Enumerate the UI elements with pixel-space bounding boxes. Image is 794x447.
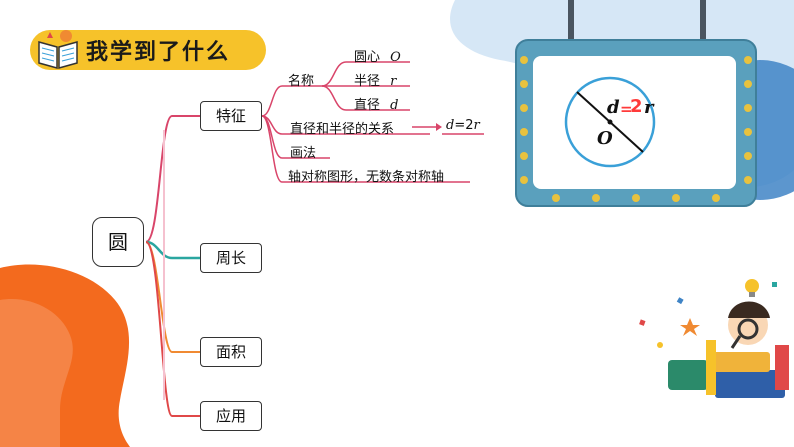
circle-diagram xyxy=(564,76,656,168)
branch-perimeter: 周长 xyxy=(200,243,262,273)
bottom-left-blob xyxy=(0,264,130,447)
name-label: 名称 xyxy=(288,74,315,89)
branch-feature: 特征 xyxy=(200,101,262,131)
leaf-diameter: 直径 d xyxy=(354,94,398,113)
drawing-label: 画法 xyxy=(290,146,317,161)
board-d-label: d xyxy=(607,97,620,118)
board-r-label: r xyxy=(644,97,654,118)
leaf-radius-symbol: r xyxy=(390,74,397,89)
student-illustration xyxy=(668,279,789,398)
mindmap-root: 圆 xyxy=(92,217,144,267)
leaf-radius-label: 半径 xyxy=(354,74,381,89)
diagram-center xyxy=(607,119,613,125)
board-eq: = xyxy=(620,100,633,118)
diagram-circle xyxy=(564,76,656,168)
relation-label: 直径和半径的关系 xyxy=(290,122,395,137)
leaf-diameter-label: 直径 xyxy=(354,98,381,113)
relation-formula: d=2r xyxy=(446,118,480,133)
branch-perimeter-label: 周长 xyxy=(215,249,246,267)
branch-area: 面积 xyxy=(200,337,262,367)
page-title: 我学到了什么 xyxy=(86,40,231,65)
branch-feature-label: 特征 xyxy=(215,107,246,125)
relation-formula-eq: = xyxy=(454,118,466,133)
book-icon xyxy=(38,30,78,69)
root-label: 圆 xyxy=(108,230,128,254)
leaf-center-symbol: O xyxy=(390,50,401,65)
relation-formula-coef: 2 xyxy=(465,118,474,133)
leaf-radius: 半径 r xyxy=(354,70,396,89)
branch-application-label: 应用 xyxy=(215,407,246,425)
board-coef: 2 xyxy=(630,96,643,117)
leaf-center-label: 圆心 xyxy=(354,50,381,65)
board-center-label: O xyxy=(597,128,613,149)
bottom-left-accent xyxy=(0,299,73,447)
relation-formula-var: r xyxy=(473,118,480,133)
relation-formula-lhs: d xyxy=(446,118,455,133)
board-bulbs xyxy=(520,56,752,202)
branch-application: 应用 xyxy=(200,401,262,431)
branch-area-label: 面积 xyxy=(215,343,246,361)
leaf-center: 圆心 O xyxy=(354,46,401,65)
symmetry-label: 轴对称图形，无数条对称轴 xyxy=(288,170,445,185)
leaf-diameter-symbol: d xyxy=(390,98,399,113)
star-confetti xyxy=(680,318,700,336)
